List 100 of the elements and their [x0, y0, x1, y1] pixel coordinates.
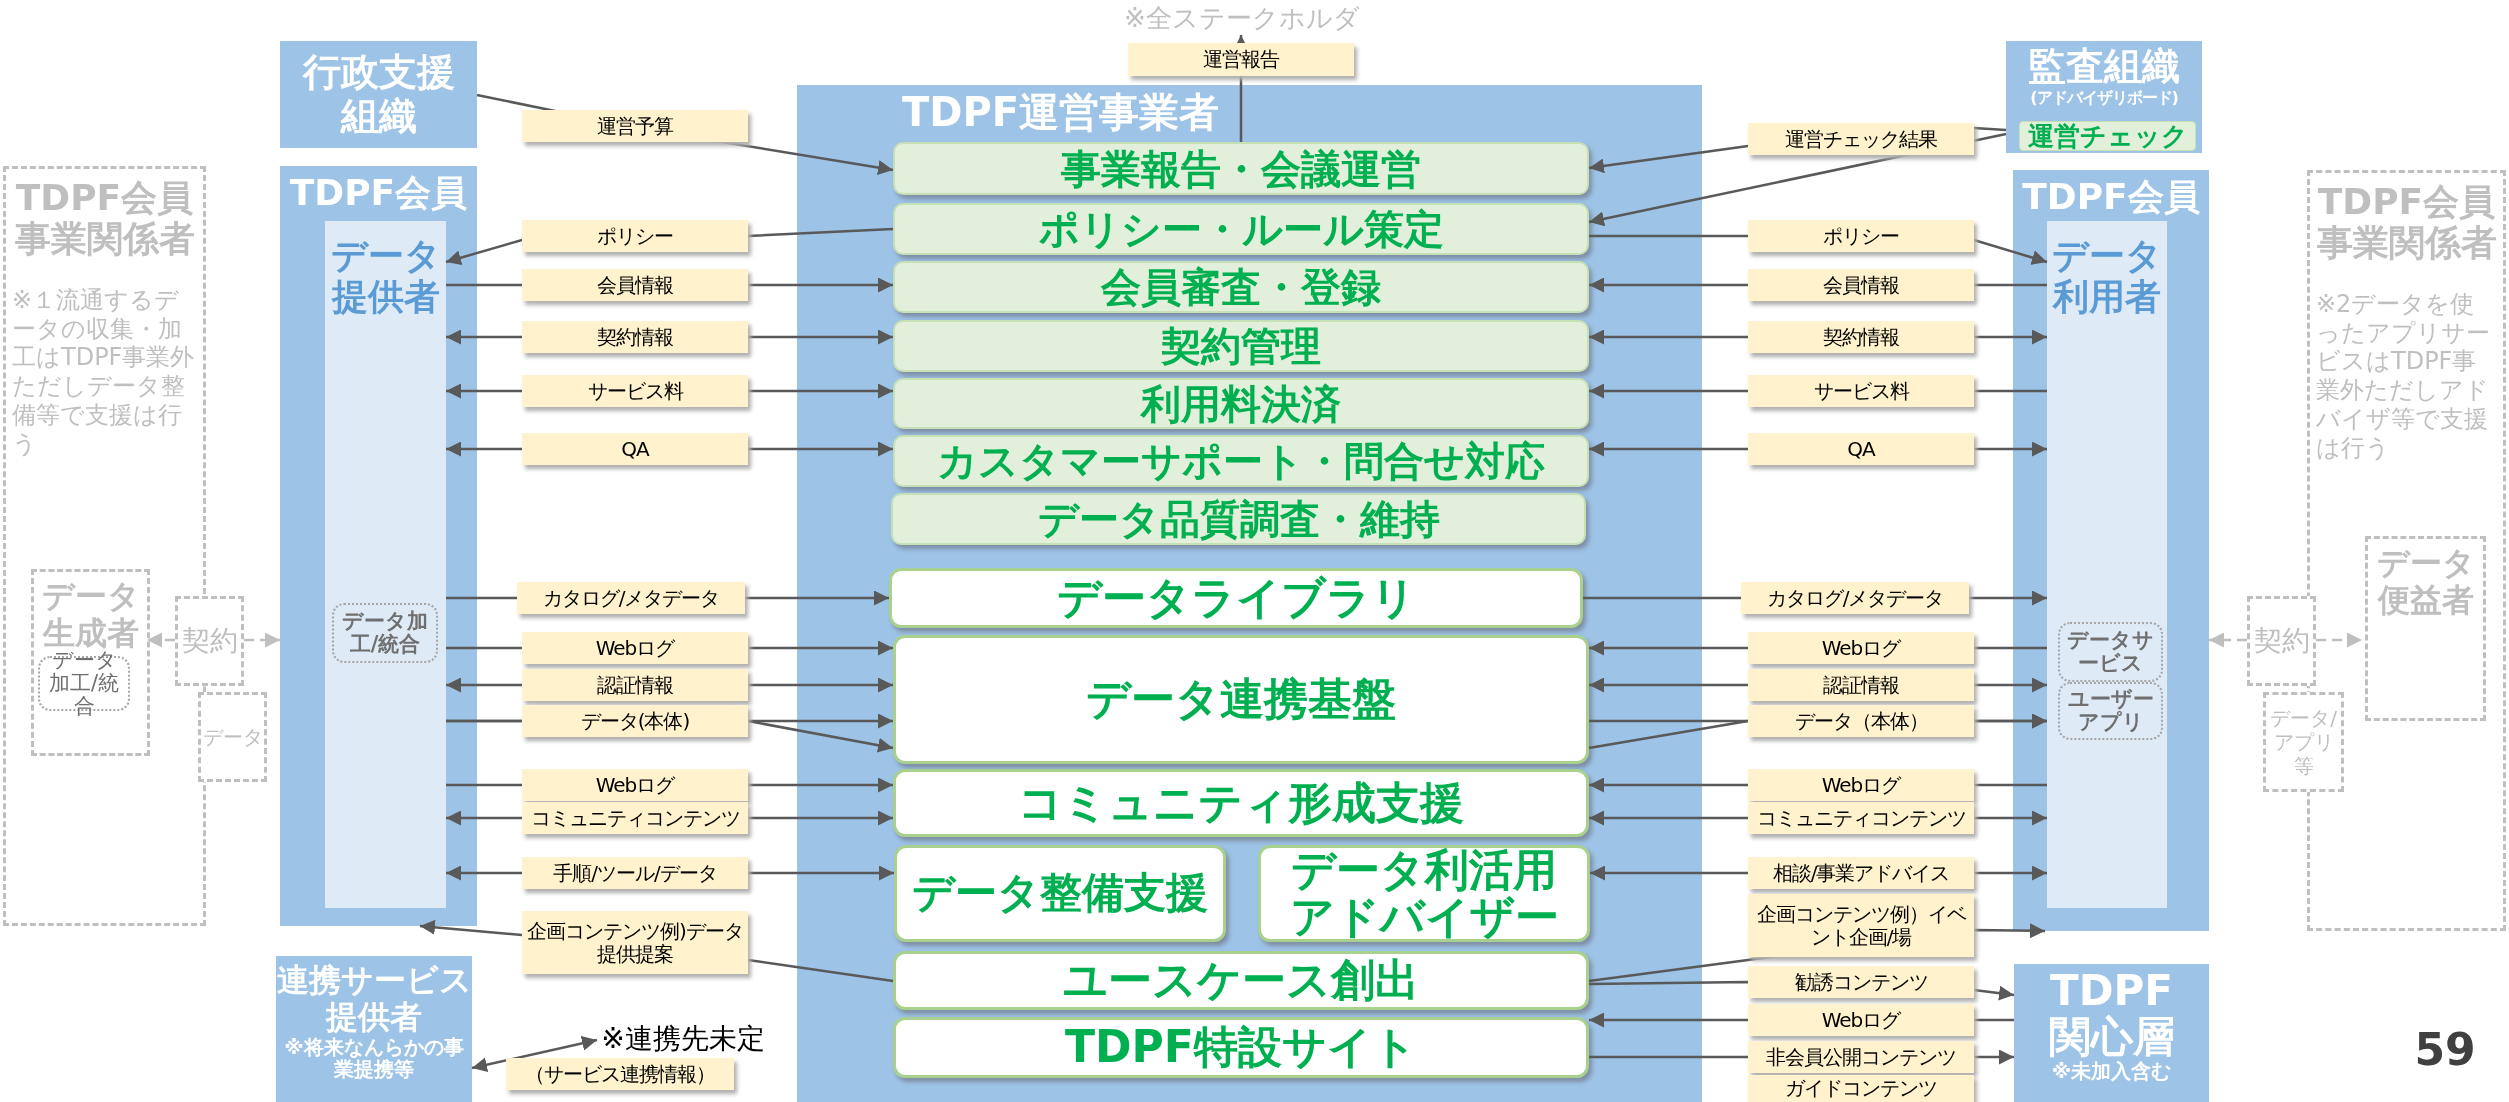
function-box [893, 142, 1589, 195]
function-box [893, 769, 1589, 837]
box-title: 監査組織 [2028, 45, 2180, 89]
arrow [1589, 329, 2047, 345]
arrow [147, 632, 175, 648]
edge-label: QA [522, 433, 748, 465]
edge-label: 認証情報 [1748, 669, 1974, 701]
function-box [893, 378, 1589, 429]
edge-label: Webログ [1748, 632, 1974, 664]
function-box [893, 1017, 1589, 1078]
edge-label: 運営チェック結果 [1748, 123, 1974, 155]
dotted-box [2058, 682, 2163, 740]
arrow [446, 777, 893, 793]
box-label: ユーザーアプリ [2066, 687, 2155, 735]
edge-label: 企画コンテンツ例)データ提供提案 [522, 911, 748, 974]
arrow [1589, 1012, 2014, 1028]
edge-label: 手順/ツール/データ [522, 857, 748, 889]
panel-title: TDPF会員 [2022, 176, 2200, 218]
function-box [894, 845, 1226, 942]
box-note: ※１流通するデータの収集・加工はTDPF事業外ただしデータ整備等で支援は行う [12, 285, 196, 459]
dashed-box [2263, 692, 2344, 792]
arrow [446, 810, 893, 826]
function-label: データ利活用アドバイザー [1288, 847, 1560, 940]
box-title: TDPF関心層 [2047, 968, 2176, 1061]
function-box [889, 568, 1583, 628]
edge-label: 運営報告 [1128, 43, 1354, 76]
box-label: 運営チェック [2027, 123, 2188, 149]
column-title: データ提供者 [329, 235, 442, 318]
box-title: データ便益者 [2375, 545, 2476, 619]
edge-label: カタログ/メタデータ [517, 582, 745, 614]
edge-label: Webログ [522, 769, 748, 801]
panel [280, 166, 477, 926]
function-label: 事業報告・会議運営 [1061, 145, 1421, 192]
function-label: データ品質調査・維持 [1037, 496, 1440, 542]
edge-label: カタログ/メタデータ [1741, 582, 1969, 614]
edge-label: 契約情報 [1748, 321, 1974, 353]
function-label: TDPF特設サイト [1065, 1024, 1417, 1071]
box-label: 契約 [181, 624, 238, 658]
page-number: 59 [2413, 1025, 2477, 1077]
arrow [1589, 383, 2047, 399]
edge-label: データ(本体) [522, 705, 748, 737]
function-label: ユースケース創出 [1063, 957, 1419, 1004]
function-box [893, 320, 1589, 372]
box-note: ※2データを使ったアプリサービスはTDPF事業外ただしアドバイザ等で支援は行う [2316, 289, 2491, 463]
arrow [1583, 590, 2047, 606]
edge-label: 認証情報 [522, 669, 748, 701]
org-box [2006, 41, 2202, 153]
note-text: ※全ステークホルダ [1124, 4, 1360, 34]
arrow [476, 93, 894, 175]
function-box [893, 203, 1589, 255]
function-label: データ整備支援 [912, 871, 1208, 916]
edge-label: （サービス連携情報） [506, 1058, 734, 1090]
arrow [1589, 277, 2047, 293]
arrow [446, 277, 893, 293]
edge-label: コミュニティコンテンツ [522, 802, 748, 834]
function-box [893, 951, 1589, 1010]
arrow [244, 632, 280, 648]
org-box [280, 41, 477, 148]
arrow [445, 227, 894, 266]
arrow [1589, 1049, 2014, 1065]
arrow [1588, 132, 2007, 227]
arrow [446, 590, 889, 606]
function-box [1258, 845, 1590, 942]
dashed-box [175, 596, 244, 686]
arrow [419, 919, 894, 983]
function-label: 利用料決済 [1141, 380, 1341, 427]
dashed-box [2365, 536, 2486, 721]
box-title: TDPF会員事業関係者 [13, 177, 196, 260]
box-note: (アドバイザリボード) [2030, 88, 2178, 108]
arrow [446, 677, 893, 693]
org-box [276, 956, 472, 1102]
box-label: データサービス [2066, 628, 2155, 676]
function-box [893, 261, 1589, 313]
arrow [446, 329, 893, 345]
edge-label: 相談/事業アドバイス [1748, 857, 1974, 889]
note-text: ※連携先未定 [601, 1022, 765, 1056]
box-note: ※未加入含む [2051, 1060, 2172, 1084]
dashed-box [2247, 596, 2316, 686]
edge-label: 会員情報 [522, 269, 748, 301]
arrow [2209, 632, 2247, 648]
inner-box [2019, 121, 2196, 151]
arrow [446, 383, 893, 399]
arrow [1589, 810, 2047, 826]
text-label: ガイドコンテンツ [1748, 1075, 1974, 1102]
edge-label: コミュニティコンテンツ [1748, 802, 1974, 834]
arrow [446, 441, 893, 457]
dashed-box [198, 692, 267, 782]
arrow [1589, 441, 2047, 457]
panel [797, 85, 1702, 1102]
box-label: データ/アプリ等 [2269, 706, 2338, 778]
edge-label: 勧誘コンテンツ [1748, 966, 1974, 998]
arrow [471, 1035, 598, 1073]
edge-label: 会員情報 [1748, 269, 1974, 301]
org-box [2014, 964, 2209, 1102]
box-title: TDPF会員事業関係者 [2316, 181, 2497, 264]
function-box [891, 493, 1586, 545]
function-label: コミュニティ形成支援 [1018, 779, 1464, 827]
edge-label: Webログ [1748, 769, 1974, 801]
arrow [1589, 777, 2047, 793]
edge-label: データ（本体） [1748, 705, 1974, 737]
